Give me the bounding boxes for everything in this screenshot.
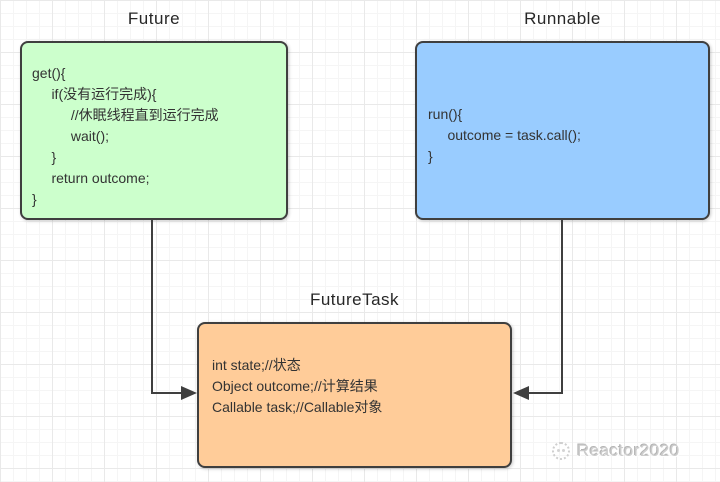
code-line: } xyxy=(428,148,433,164)
code-line: //休眠线程直到运行完成 xyxy=(32,107,219,123)
futuretask-node[interactable]: int state;//状态 Object outcome;//计算结果 Cal… xyxy=(197,322,512,468)
code-line: outcome = task.call(); xyxy=(428,127,581,143)
future-code-block: get(){ if(没有运行完成){ //休眠线程直到运行完成 wait(); … xyxy=(22,43,286,218)
code-line: get(){ xyxy=(32,65,66,81)
code-line: } xyxy=(32,191,37,207)
code-line: run(){ xyxy=(428,106,463,122)
futuretask-code-block: int state;//状态 Object outcome;//计算结果 Cal… xyxy=(199,324,510,466)
edge-future-to-futuretask-horizontal xyxy=(151,392,182,394)
code-line: int state;//状态 xyxy=(212,357,301,373)
code-line: Callable task;//Callable对象 xyxy=(212,399,383,415)
code-line: return outcome; xyxy=(32,170,150,186)
arrowhead-right-icon xyxy=(181,386,197,400)
runnable-node-title: Runnable xyxy=(524,9,601,28)
code-line: } xyxy=(32,149,57,165)
edge-future-to-futuretask-vertical xyxy=(151,220,153,394)
code-line: wait(); xyxy=(32,128,110,144)
future-node[interactable]: get(){ if(没有运行完成){ //休眠线程直到运行完成 wait(); … xyxy=(20,41,288,220)
edge-runnable-to-futuretask-horizontal xyxy=(528,392,563,394)
code-line: Object outcome;//计算结果 xyxy=(212,378,378,394)
arrowhead-left-icon xyxy=(513,386,529,400)
runnable-node[interactable]: run(){ outcome = task.call(); } xyxy=(415,41,710,220)
edge-runnable-to-futuretask-vertical xyxy=(561,220,563,394)
future-node-title: Future xyxy=(127,9,181,28)
runnable-code-block: run(){ outcome = task.call(); } xyxy=(417,43,708,218)
reactor-logo-icon xyxy=(552,442,570,460)
code-line: if(没有运行完成){ xyxy=(32,86,157,102)
watermark-text: Reactor2020 xyxy=(577,441,680,460)
watermark: Reactor2020 xyxy=(552,441,680,461)
futuretask-node-title: FutureTask xyxy=(309,290,400,309)
